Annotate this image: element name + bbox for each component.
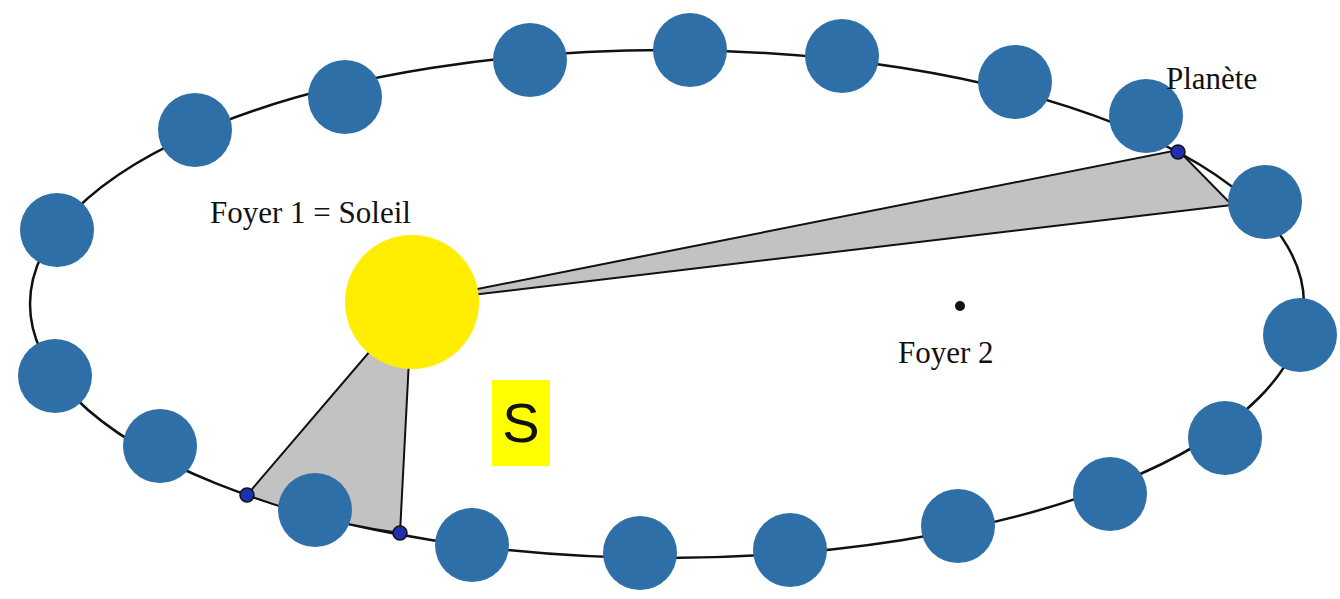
planet-positions xyxy=(18,13,1337,590)
focus-dot xyxy=(955,301,965,311)
text-label: Planète xyxy=(1166,62,1257,96)
sun xyxy=(345,235,479,369)
planet-dot xyxy=(393,526,407,540)
highlight-box: S xyxy=(492,380,550,466)
planet-dot xyxy=(240,488,254,502)
area-sector xyxy=(412,150,1232,302)
orbit-ellipse xyxy=(30,50,1304,558)
text-label: Foyer 2 xyxy=(898,336,994,370)
text-label: Foyer 1 = Soleil xyxy=(210,196,411,230)
planet-dot xyxy=(1171,145,1185,159)
node-text: S xyxy=(502,395,539,451)
